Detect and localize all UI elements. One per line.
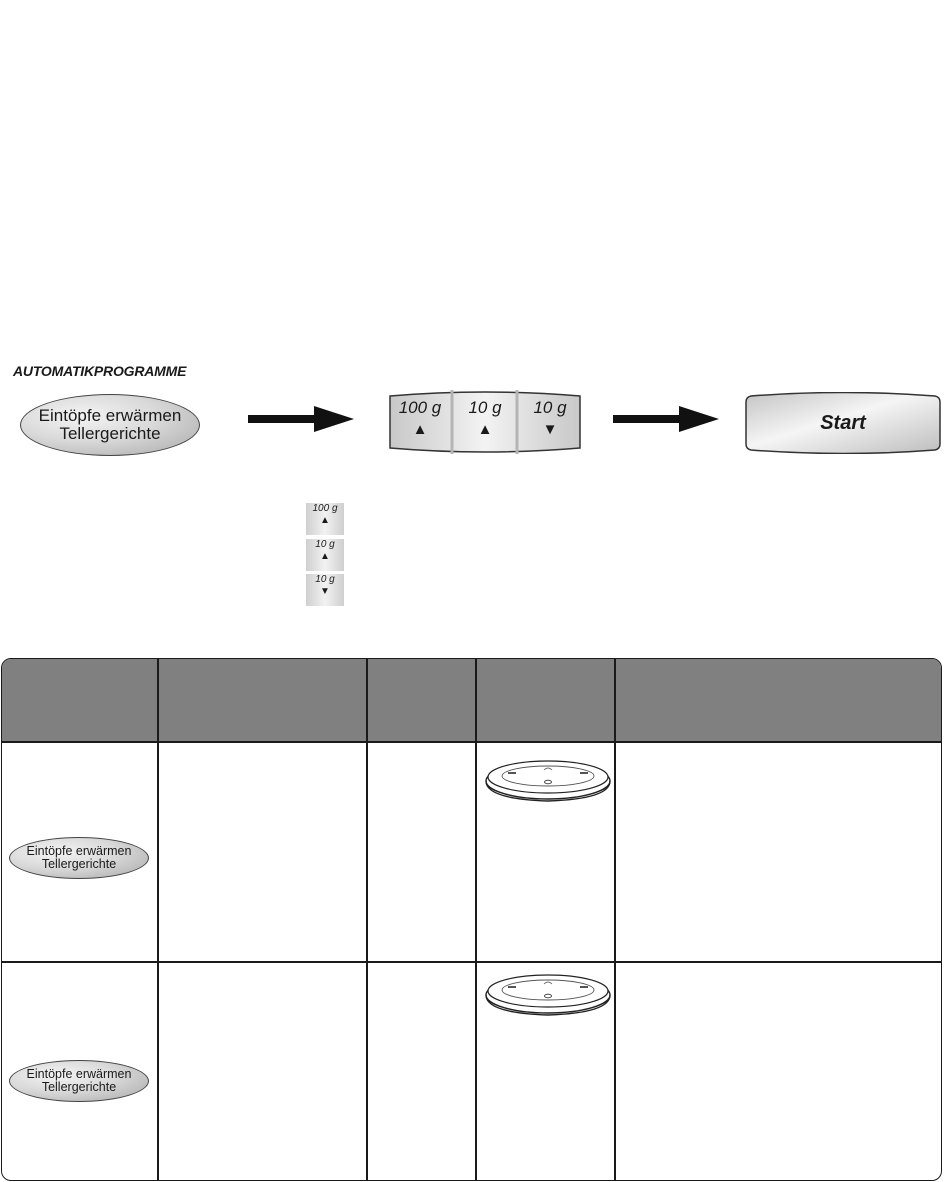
program-button-line2: Tellergerichte bbox=[42, 1081, 116, 1094]
turntable-plate-icon bbox=[484, 755, 612, 803]
turntable-plate-icon bbox=[484, 969, 612, 1017]
table-row-program-button: Eintöpfe erwärmen Tellergerichte bbox=[9, 837, 149, 879]
row-divider bbox=[2, 961, 941, 963]
column-divider bbox=[366, 659, 368, 1180]
program-button[interactable]: Eintöpfe erwärmen Tellergerichte bbox=[20, 394, 200, 456]
row-divider bbox=[2, 741, 941, 743]
triangle-down-icon: ▼ bbox=[306, 586, 344, 598]
program-button-line2: Tellergerichte bbox=[42, 858, 116, 871]
section-title: AUTOMATIKPROGRAMME bbox=[13, 363, 186, 379]
start-button-label: Start bbox=[745, 392, 941, 454]
weight-key-label: 100 g bbox=[399, 398, 442, 417]
program-table: Eintöpfe erwärmen Tellergerichte Eintöpf… bbox=[1, 658, 942, 1181]
start-button[interactable]: Start bbox=[745, 392, 941, 454]
weight-key-label: 10 g bbox=[533, 398, 566, 417]
legend-key-10g-down: 10 g ▼ bbox=[306, 574, 344, 606]
column-divider bbox=[157, 659, 159, 1180]
program-button-line1: Eintöpfe erwärmen bbox=[39, 407, 182, 425]
arrow-right-icon bbox=[248, 404, 356, 434]
legend-key-label: 100 g bbox=[312, 503, 337, 514]
triangle-down-icon: ▼ bbox=[519, 420, 581, 440]
table-row-program-button: Eintöpfe erwärmen Tellergerichte bbox=[9, 1060, 149, 1102]
table-header bbox=[2, 659, 941, 742]
triangle-up-icon: ▲ bbox=[389, 420, 451, 440]
triangle-up-icon: ▲ bbox=[454, 420, 516, 440]
column-divider bbox=[614, 659, 616, 1180]
legend-key-100g-up: 100 g ▲ bbox=[306, 503, 344, 535]
legend-key-label: 10 g bbox=[315, 574, 334, 585]
triangle-up-icon: ▲ bbox=[306, 515, 344, 527]
weight-key-10g-up[interactable]: 10 g ▲ bbox=[454, 398, 516, 448]
legend-key-10g-up: 10 g ▲ bbox=[306, 539, 344, 571]
weight-key-100g-up[interactable]: 100 g ▲ bbox=[389, 398, 451, 448]
column-divider bbox=[475, 659, 477, 1180]
weight-key-label: 10 g bbox=[468, 398, 501, 417]
program-button-line2: Tellergerichte bbox=[59, 425, 160, 443]
arrow-right-icon bbox=[613, 404, 721, 434]
legend-key-label: 10 g bbox=[315, 539, 334, 550]
weight-keypad: 100 g ▲ 10 g ▲ 10 g ▼ bbox=[387, 390, 583, 454]
weight-key-10g-down[interactable]: 10 g ▼ bbox=[519, 398, 581, 448]
triangle-up-icon: ▲ bbox=[306, 551, 344, 563]
